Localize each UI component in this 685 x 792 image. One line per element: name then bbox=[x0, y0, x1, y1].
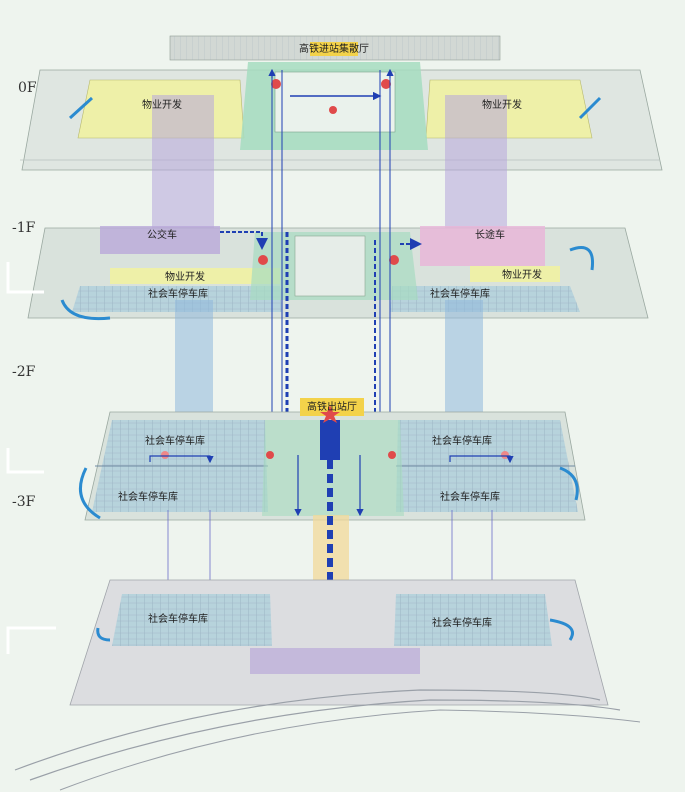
property-dev-label-minus1-left: 物业开发 bbox=[165, 270, 205, 283]
road-ramp bbox=[60, 299, 111, 321]
level-bracket bbox=[6, 626, 56, 654]
level-bracket bbox=[6, 262, 44, 294]
departure-hall-box bbox=[310, 42, 358, 56]
red-node bbox=[501, 451, 509, 459]
property-dev-minus1-right bbox=[470, 266, 560, 282]
red-node bbox=[271, 79, 281, 89]
arrival-hall-label: 高铁出站厅 bbox=[307, 400, 357, 413]
social-parking-label-lowest-right: 社会车停车库 bbox=[432, 616, 492, 629]
center-building-minus1 bbox=[294, 235, 366, 297]
red-node bbox=[266, 451, 274, 459]
road-ramp bbox=[68, 96, 602, 120]
flow-arrow-bus bbox=[220, 231, 268, 250]
social-parking-label-minus2-left: 社会车停车库 bbox=[145, 434, 205, 447]
red-node bbox=[388, 451, 396, 459]
level-minus-1f bbox=[27, 226, 649, 321]
social-parking-label-lowest-left: 社会车停车库 bbox=[148, 612, 208, 625]
property-dev-minus1-left bbox=[110, 268, 280, 284]
red-node bbox=[389, 255, 399, 265]
flow-arrow bbox=[149, 455, 214, 464]
rail-track bbox=[29, 699, 621, 781]
social-parking-label-minus1-left: 社会车停车库 bbox=[148, 287, 208, 300]
main-exit-flow bbox=[320, 420, 340, 460]
coach-label: 长途车 bbox=[475, 228, 505, 241]
social-parking-label-minus2-right: 社会车停车库 bbox=[432, 434, 492, 447]
parking-lowest-left-grid bbox=[112, 594, 272, 646]
red-node bbox=[258, 255, 268, 265]
rail-track bbox=[59, 709, 641, 791]
bus-zone bbox=[100, 226, 220, 254]
blue-column-left bbox=[175, 300, 213, 430]
road-ramp bbox=[569, 246, 595, 271]
red-node bbox=[161, 451, 169, 459]
center-building-0f bbox=[274, 71, 396, 133]
level-label-minus3f: -3F bbox=[12, 494, 36, 510]
parking-lowest-right-grid bbox=[394, 594, 552, 646]
level-0f bbox=[20, 35, 663, 171]
property-dev-label-minus1-right: 物业开发 bbox=[502, 268, 542, 281]
property-dev-label-right: 物业开发 bbox=[482, 98, 522, 111]
social-parking-label-minus3-left: 社会车停车库 bbox=[118, 490, 178, 503]
platform-zone bbox=[250, 648, 420, 674]
property-dev-label-left: 物业开发 bbox=[142, 98, 182, 111]
vertical-flow-lines bbox=[268, 68, 394, 440]
social-parking-label-minus3-right: 社会车停车库 bbox=[440, 490, 500, 503]
red-node bbox=[329, 106, 337, 114]
departure-hall-label: 高铁进站集散厅 bbox=[299, 42, 369, 55]
level-lowest bbox=[14, 579, 641, 791]
road-ramp bbox=[96, 627, 111, 642]
coach-zone bbox=[420, 226, 545, 266]
road-ramp bbox=[559, 466, 579, 501]
red-node bbox=[381, 79, 391, 89]
level-bracket bbox=[6, 448, 44, 474]
bus-label: 公交车 bbox=[147, 228, 177, 241]
road-ramp bbox=[78, 467, 101, 520]
level-label-minus1f: -1F bbox=[12, 220, 36, 236]
road-ramp bbox=[549, 618, 574, 641]
parking-minus1-right-grid bbox=[390, 286, 580, 312]
level-label-0f: 0F bbox=[18, 80, 37, 96]
purple-column-right bbox=[445, 95, 507, 235]
rail-track bbox=[14, 689, 601, 771]
purple-column-left bbox=[152, 95, 214, 235]
level-label-minus2f: -2F bbox=[12, 364, 36, 380]
blue-column-right bbox=[445, 300, 483, 430]
flow-arrow bbox=[449, 455, 514, 464]
parking-minus1-left-grid bbox=[72, 286, 282, 312]
social-parking-label-minus1-right: 社会车停车库 bbox=[430, 287, 490, 300]
arrival-hall-box bbox=[300, 398, 364, 416]
star-icon bbox=[320, 405, 340, 423]
